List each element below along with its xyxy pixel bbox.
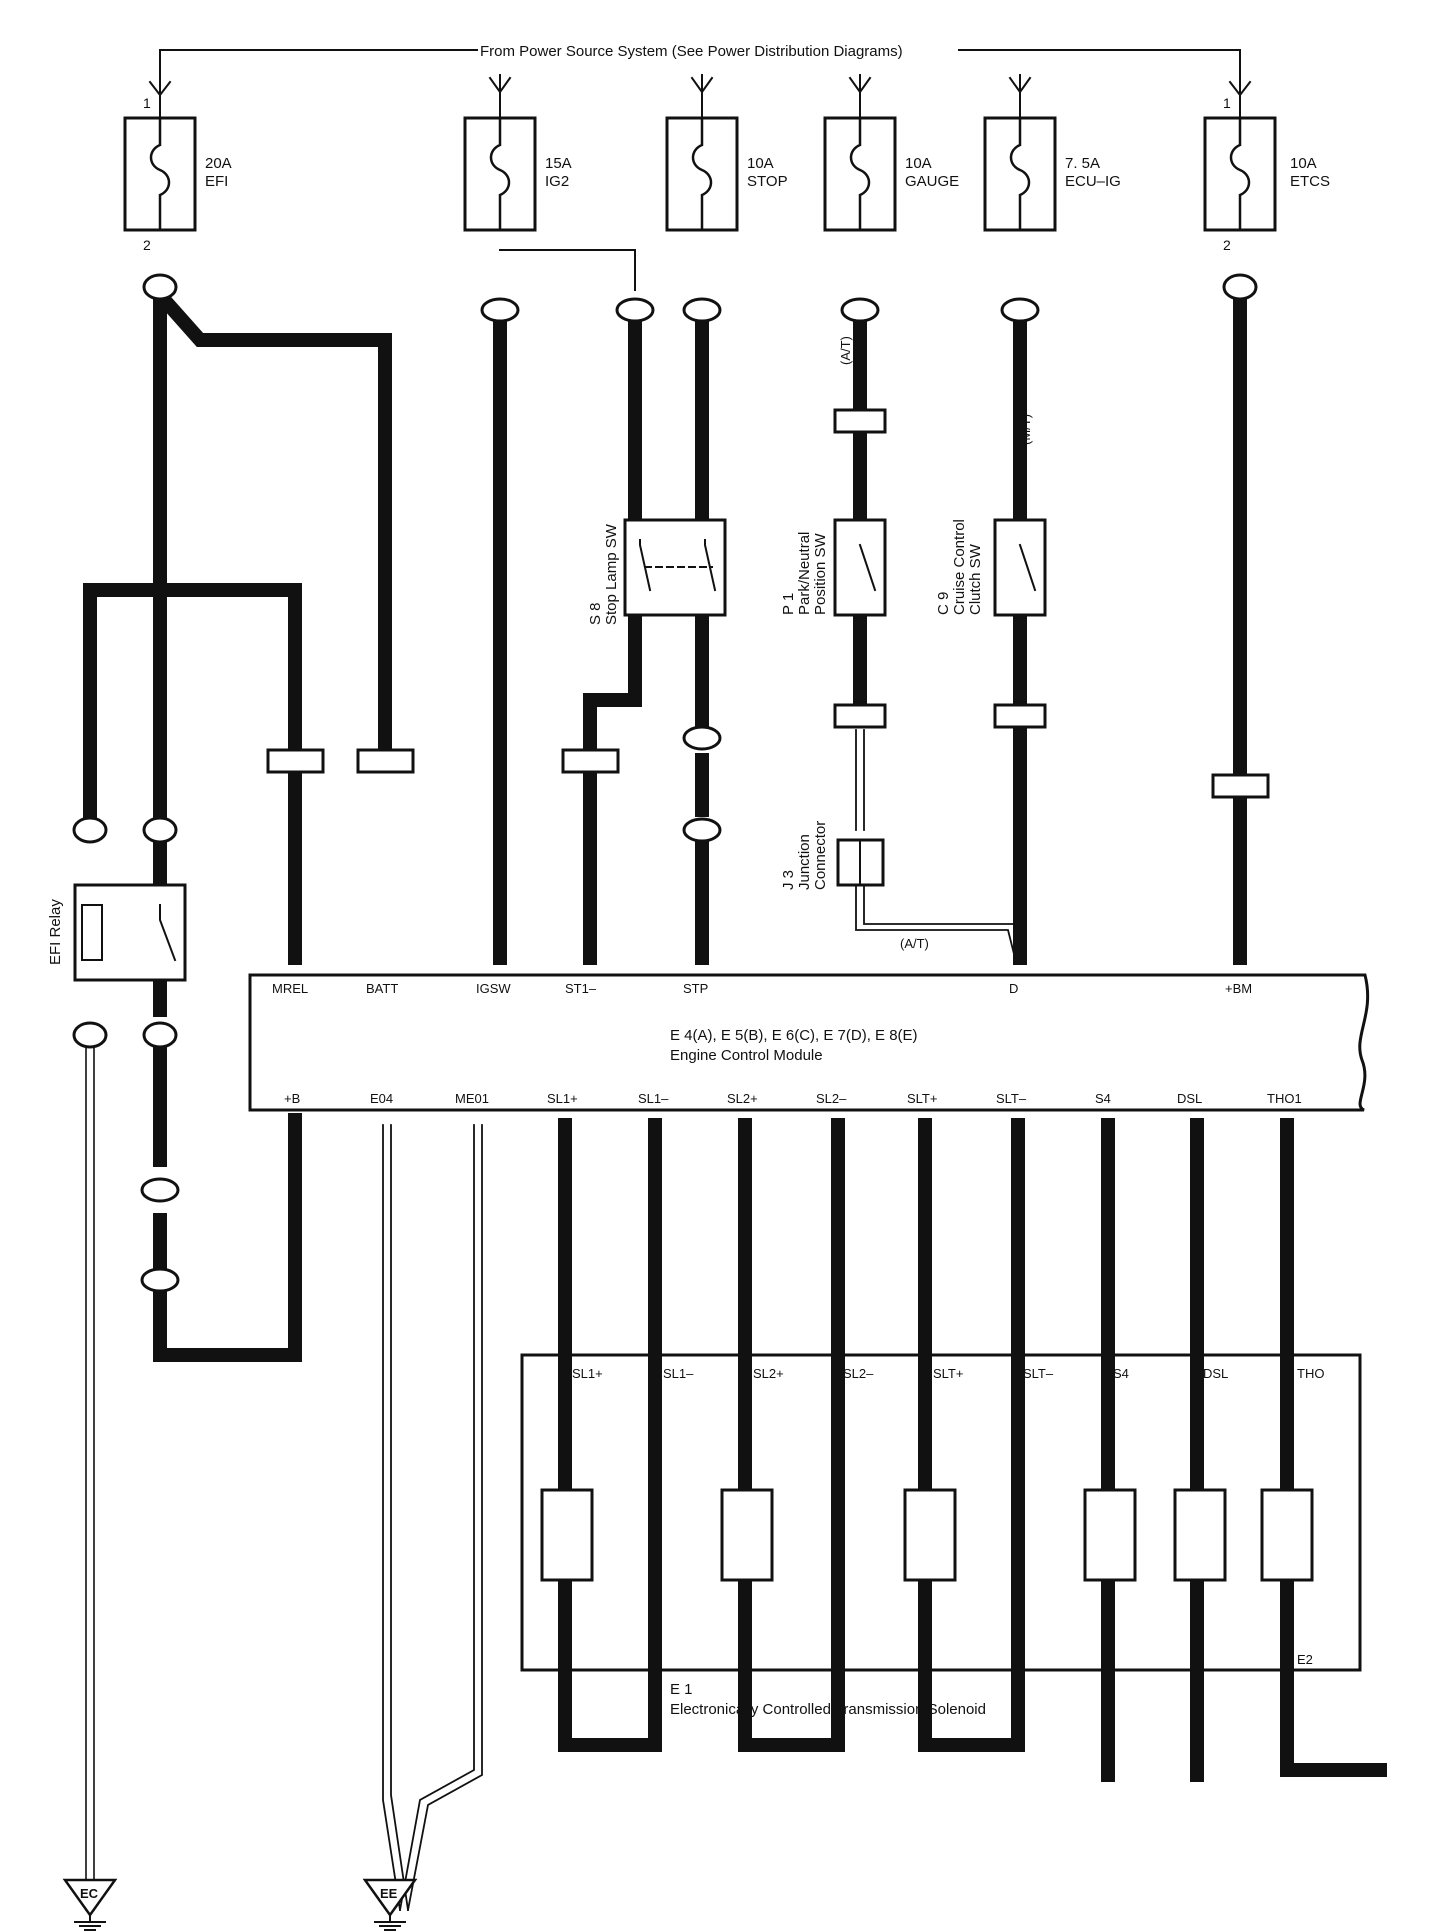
stop-lamp-switch: S 8 Stop Lamp SW bbox=[587, 518, 727, 625]
svg-text:IG2: IG2 bbox=[545, 173, 569, 190]
svg-text:EC: EC bbox=[80, 1886, 99, 1901]
svg-text:10A: 10A bbox=[1290, 155, 1317, 172]
ecm-top-pin-labels: MREL BATT IGSW ST1– STP D +BM bbox=[272, 981, 1252, 996]
solenoid-pin-labels: SL1+ SL1– SL2+ SL2– SLT+ SLT– S4 DSL THO… bbox=[572, 1366, 1324, 1667]
fuse-feed-arrows bbox=[148, 74, 1252, 119]
svg-text:Position SW: Position SW bbox=[812, 532, 829, 615]
svg-text:E 1: E 1 bbox=[670, 1681, 693, 1698]
svg-text:P 1: P 1 bbox=[780, 593, 797, 615]
svg-text:EE: EE bbox=[380, 1886, 398, 1901]
fuse-etcs: 10A ETCS 1 2 bbox=[1203, 95, 1330, 253]
svg-text:SL2–: SL2– bbox=[816, 1091, 847, 1106]
svg-text:GAUGE: GAUGE bbox=[905, 173, 959, 190]
svg-text:E2: E2 bbox=[1297, 1652, 1313, 1667]
svg-text:IGSW: IGSW bbox=[476, 981, 511, 996]
svg-text:Stop Lamp SW: Stop Lamp SW bbox=[603, 523, 620, 625]
svg-text:+B: +B bbox=[284, 1091, 300, 1106]
svg-text:SL1–: SL1– bbox=[663, 1366, 694, 1381]
svg-text:7. 5A: 7. 5A bbox=[1065, 155, 1100, 172]
transmission-notes: (A/T) (M/T) (A/T) bbox=[838, 336, 1033, 951]
engine-control-module: E 4(A), E 5(B), E 6(C), E 7(D), E 8(E) E… bbox=[248, 973, 1370, 1112]
svg-text:SLT+: SLT+ bbox=[933, 1366, 963, 1381]
junction-connector: J 3 Junction Connector bbox=[780, 821, 885, 890]
ground-ee: EE bbox=[362, 1878, 418, 1931]
svg-text:1: 1 bbox=[143, 95, 151, 111]
svg-text:Engine Control Module: Engine Control Module bbox=[670, 1047, 823, 1064]
ground-ec: EC bbox=[62, 1878, 118, 1931]
svg-text:15A: 15A bbox=[545, 155, 572, 172]
svg-text:+BM: +BM bbox=[1225, 981, 1252, 996]
svg-text:STOP: STOP bbox=[747, 173, 788, 190]
efi-relay: EFI Relay bbox=[47, 883, 187, 982]
svg-text:Junction: Junction bbox=[796, 834, 813, 890]
ecm-bottom-pin-labels: +B E04 ME01 SL1+ SL1– SL2+ SL2– SLT+ SLT… bbox=[284, 1091, 1302, 1106]
svg-text:2: 2 bbox=[143, 237, 151, 253]
svg-text:J 3: J 3 bbox=[780, 870, 797, 890]
svg-text:10A: 10A bbox=[747, 155, 774, 172]
svg-text:S4: S4 bbox=[1113, 1366, 1129, 1381]
svg-text:SLT–: SLT– bbox=[1023, 1366, 1054, 1381]
svg-text:D: D bbox=[1009, 981, 1018, 996]
connector-ovals bbox=[72, 273, 1270, 1293]
svg-text:SLT+: SLT+ bbox=[907, 1091, 937, 1106]
svg-text:Connector: Connector bbox=[812, 821, 829, 890]
svg-text:SL1–: SL1– bbox=[638, 1091, 669, 1106]
power-source-bus: From Power Source System (See Power Dist… bbox=[159, 40, 1241, 96]
park-neutral-switch: P 1 Park/Neutral Position SW bbox=[780, 518, 887, 617]
solenoid-coils bbox=[540, 1488, 1314, 1582]
svg-text:SL1+: SL1+ bbox=[547, 1091, 578, 1106]
svg-text:20A: 20A bbox=[205, 155, 232, 172]
svg-text:THO1: THO1 bbox=[1267, 1091, 1302, 1106]
svg-text:DSL: DSL bbox=[1203, 1366, 1228, 1381]
svg-text:SL2+: SL2+ bbox=[753, 1366, 784, 1381]
svg-text:E04: E04 bbox=[370, 1091, 393, 1106]
svg-text:(M/T): (M/T) bbox=[1018, 414, 1033, 445]
svg-text:STP: STP bbox=[683, 981, 708, 996]
svg-text:ETCS: ETCS bbox=[1290, 173, 1330, 190]
svg-text:Cruise Control: Cruise Control bbox=[951, 519, 968, 615]
fuse-gauge: 10A GAUGE bbox=[823, 116, 959, 232]
svg-text:ST1–: ST1– bbox=[565, 981, 597, 996]
svg-text:ECU–IG: ECU–IG bbox=[1065, 173, 1121, 190]
svg-text:THO: THO bbox=[1297, 1366, 1324, 1381]
fuse-ig2: 15A IG2 bbox=[463, 116, 572, 232]
svg-text:EFI Relay: EFI Relay bbox=[47, 899, 64, 965]
svg-text:S 8: S 8 bbox=[587, 602, 604, 625]
ecm-input-wiring bbox=[493, 249, 1247, 965]
svg-text:1: 1 bbox=[1223, 95, 1231, 111]
fuse-efi: 20A EFI 1 2 bbox=[123, 95, 232, 253]
svg-text:EFI: EFI bbox=[205, 173, 228, 190]
fuse-ecu-ig: 7. 5A ECU–IG bbox=[983, 116, 1121, 232]
svg-text:(A/T): (A/T) bbox=[838, 336, 853, 365]
svg-text:2: 2 bbox=[1223, 237, 1231, 253]
svg-text:SL2+: SL2+ bbox=[727, 1091, 758, 1106]
cruise-clutch-switch: C 9 Cruise Control Clutch SW bbox=[935, 518, 1047, 617]
svg-text:Clutch SW: Clutch SW bbox=[967, 543, 984, 615]
ecm-output-wiring bbox=[85, 1047, 1387, 1912]
svg-text:SLT–: SLT– bbox=[996, 1091, 1027, 1106]
svg-text:Electronically Controlled Tran: Electronically Controlled Transmission S… bbox=[670, 1701, 986, 1718]
svg-text:10A: 10A bbox=[905, 155, 932, 172]
fuse-stop: 10A STOP bbox=[665, 116, 788, 232]
power-source-label: From Power Source System (See Power Dist… bbox=[480, 43, 903, 60]
svg-text:Park/Neutral: Park/Neutral bbox=[796, 532, 813, 615]
svg-text:MREL: MREL bbox=[272, 981, 308, 996]
svg-text:E 4(A), E 5(B), E 6(C), E 7(D): E 4(A), E 5(B), E 6(C), E 7(D), E 8(E) bbox=[670, 1027, 918, 1044]
svg-text:S4: S4 bbox=[1095, 1091, 1111, 1106]
efi-wiring bbox=[83, 278, 392, 1362]
svg-text:BATT: BATT bbox=[366, 981, 398, 996]
svg-text:(A/T): (A/T) bbox=[900, 936, 929, 951]
transmission-solenoid: SL1+ SL1– SL2+ SL2– SLT+ SLT– S4 DSL THO… bbox=[520, 1353, 1362, 1718]
svg-text:C 9: C 9 bbox=[935, 592, 952, 615]
svg-text:DSL: DSL bbox=[1177, 1091, 1202, 1106]
svg-text:SL1+: SL1+ bbox=[572, 1366, 603, 1381]
svg-text:ME01: ME01 bbox=[455, 1091, 489, 1106]
svg-text:SL2–: SL2– bbox=[843, 1366, 874, 1381]
